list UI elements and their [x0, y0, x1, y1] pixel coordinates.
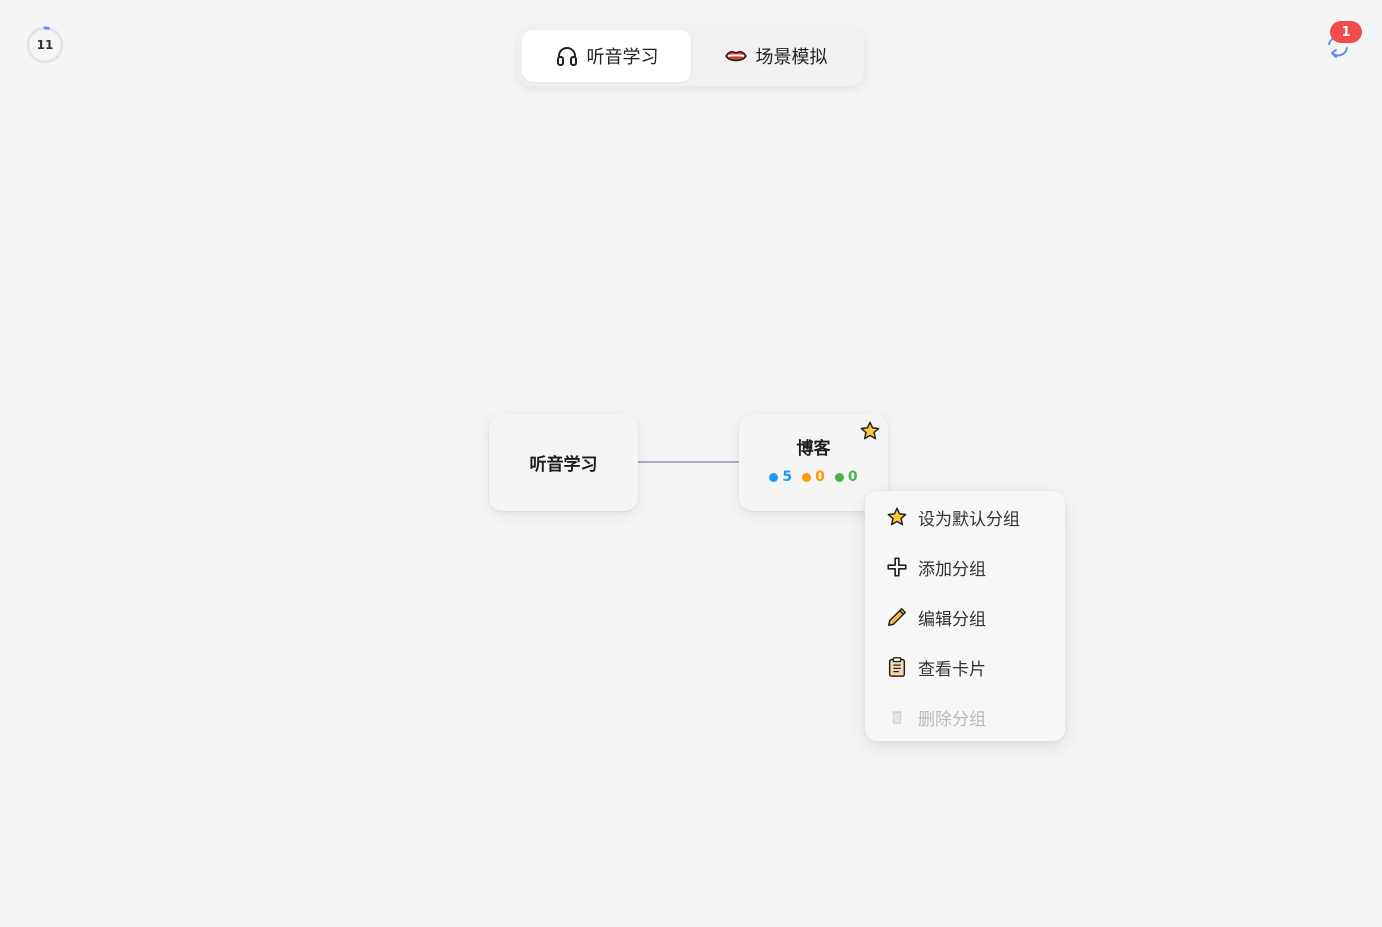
menu-item-label: 删除分组: [918, 709, 986, 730]
stat-review: 0: [834, 469, 858, 485]
tab-scenario[interactable]: 场景模拟: [691, 30, 860, 82]
star-icon: [886, 506, 908, 528]
stat-new-dot: [769, 472, 779, 482]
progress-ring: 11: [25, 25, 65, 65]
menu-item-delete-group: 删除分组: [865, 692, 1065, 742]
menu-item-set-default[interactable]: 设为默认分组: [865, 492, 1065, 542]
menu-item-view-cards[interactable]: 查看卡片: [865, 642, 1065, 692]
menu-item-label: 添加分组: [918, 559, 986, 580]
stat-learning-dot: [802, 472, 812, 482]
menu-item-add-group[interactable]: 添加分组: [865, 542, 1065, 592]
sync-badge: 1: [1330, 21, 1362, 43]
stat-learning: 0: [802, 469, 825, 485]
tab-listening[interactable]: 听音学习: [522, 30, 691, 82]
star-icon: [859, 420, 881, 442]
progress-count: 11: [36, 38, 54, 52]
stat-new-value: 5: [782, 469, 793, 485]
progress-ring-graphic: [26, 26, 64, 64]
plus-icon: [886, 556, 908, 578]
headphones-icon: [555, 44, 579, 68]
mode-tabs: 听音学习 场景模拟: [518, 26, 864, 86]
group-node[interactable]: 博客 5 0 0: [739, 414, 888, 511]
group-node-title: 博客: [796, 439, 831, 459]
menu-item-label: 设为默认分组: [918, 509, 1020, 530]
stat-learning-value: 0: [815, 469, 825, 485]
menu-item-label: 查看卡片: [918, 659, 986, 680]
pencil-icon: [886, 606, 908, 628]
menu-item-label: 编辑分组: [918, 609, 986, 630]
root-node-title: 听音学习: [529, 455, 598, 475]
group-node-stats: 5 0 0: [769, 469, 858, 485]
root-node[interactable]: 听音学习: [489, 414, 638, 511]
trash-icon: [886, 706, 908, 728]
context-menu: 设为默认分组 添加分组 编辑分组 查看卡片: [865, 491, 1065, 741]
clipboard-icon: [886, 656, 908, 678]
node-connector: [638, 461, 740, 463]
menu-item-edit-group[interactable]: 编辑分组: [865, 592, 1065, 642]
stat-review-value: 0: [847, 469, 858, 485]
tab-label: 听音学习: [586, 47, 659, 68]
stat-new: 5: [769, 469, 792, 485]
tab-label: 场景模拟: [755, 47, 828, 68]
lips-icon: [724, 44, 748, 68]
stat-review-dot: [834, 472, 844, 482]
